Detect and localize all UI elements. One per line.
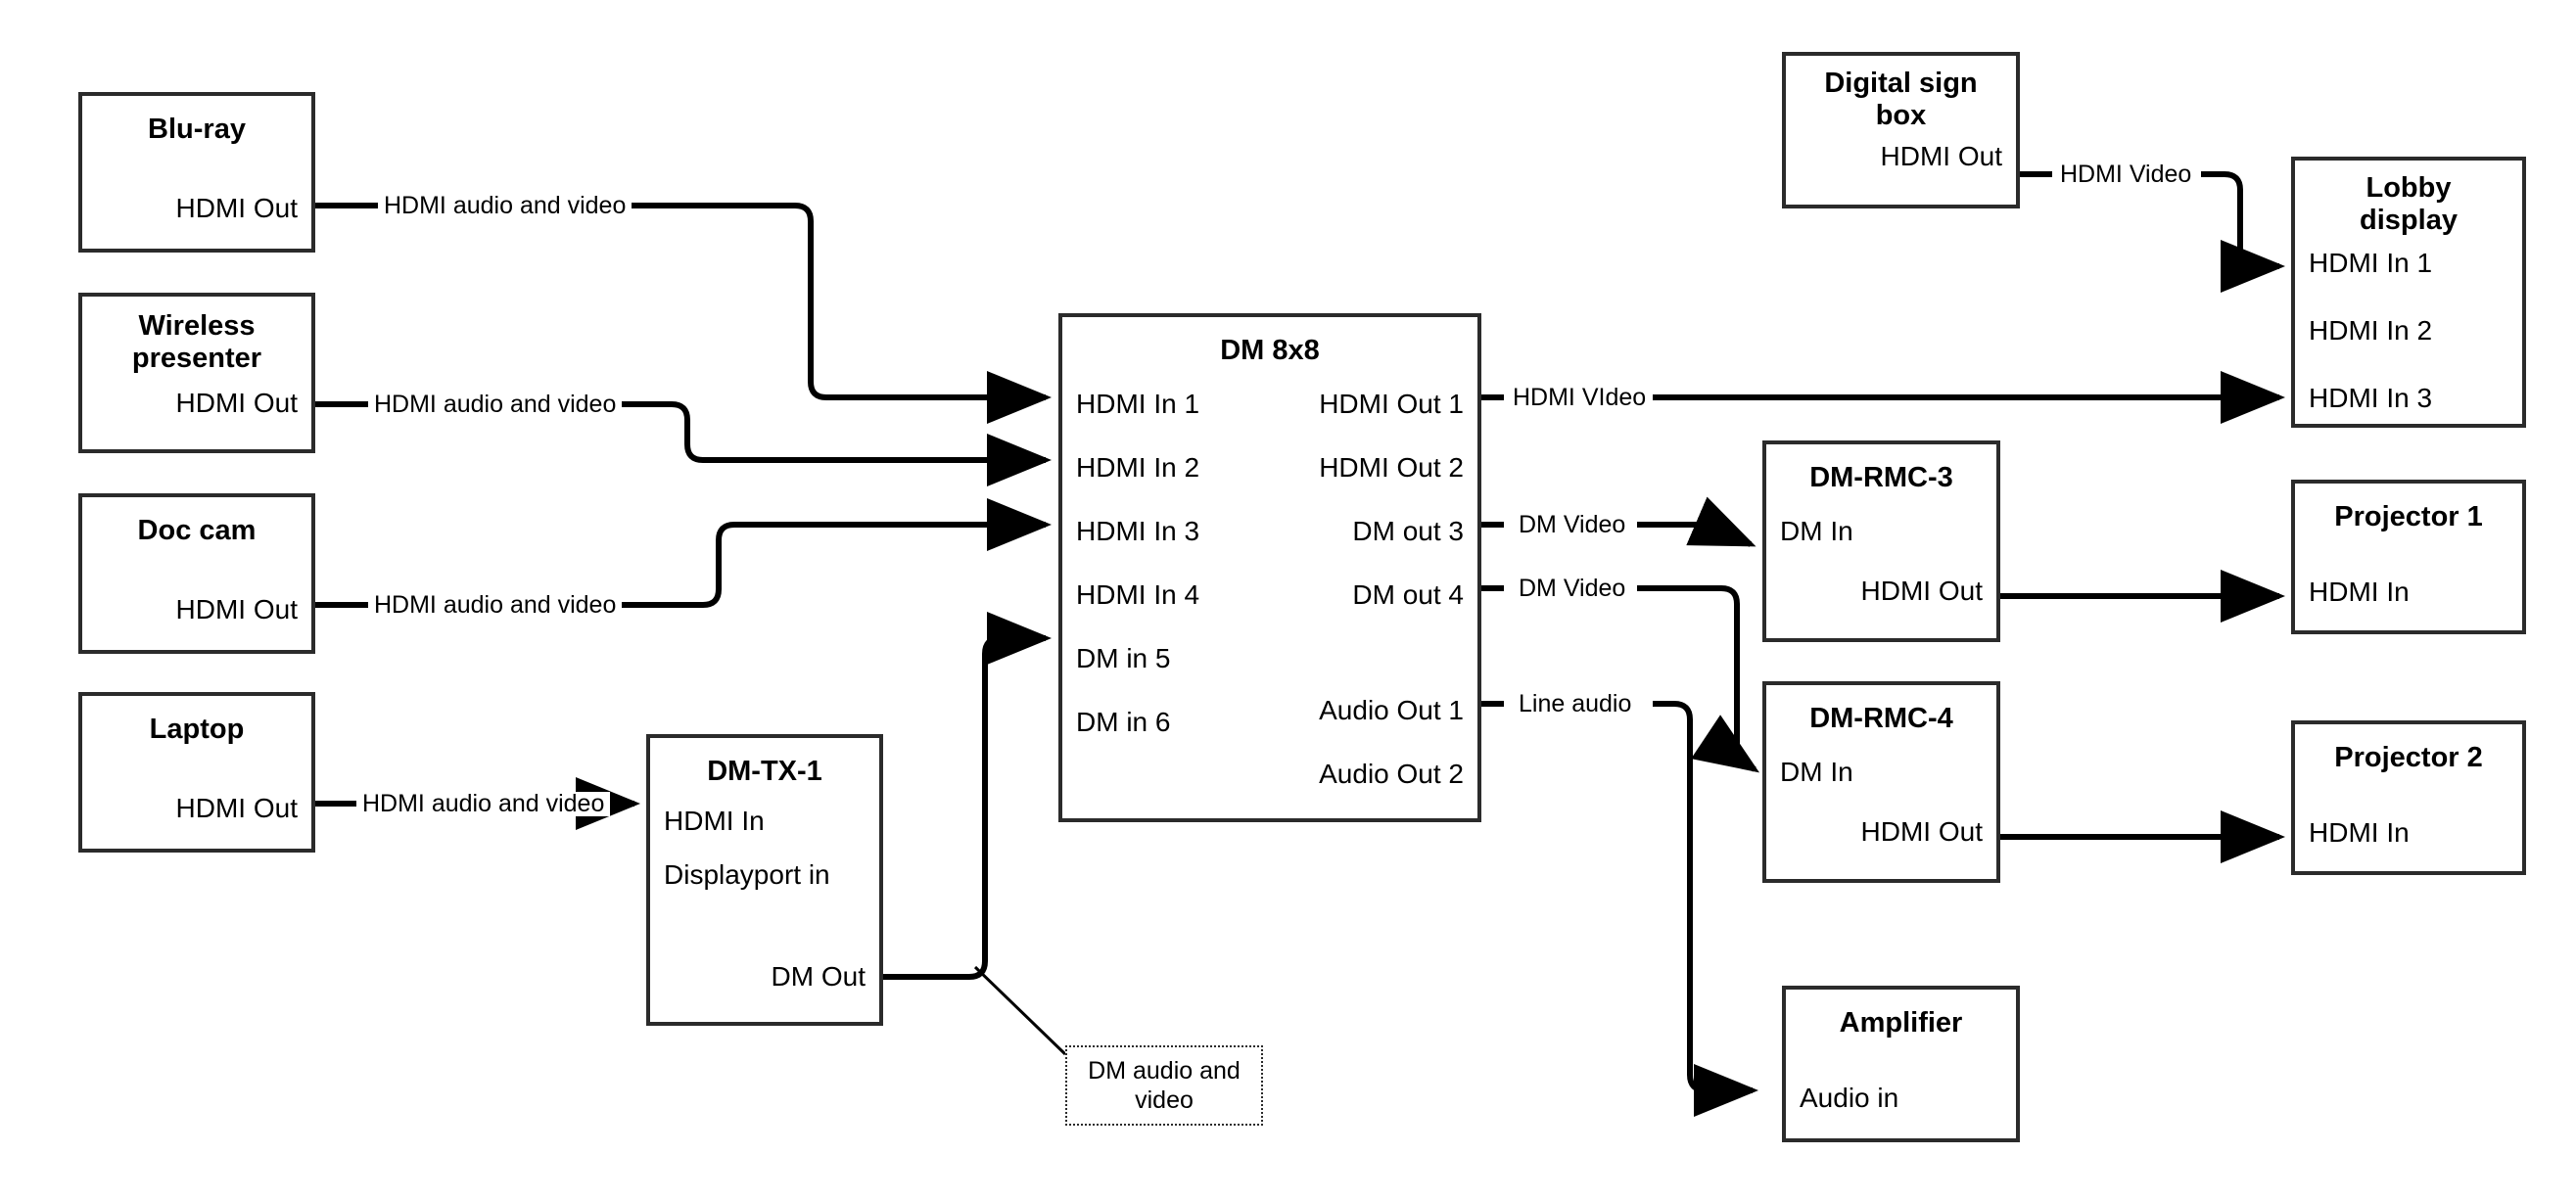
node-dm-8x8-output-6: Audio Out 2 — [1319, 759, 1464, 790]
wire-label-bluray-to-dm: HDMI audio and video — [378, 194, 632, 218]
node-amplifier-port-audio-in: Audio in — [1800, 1083, 1899, 1114]
node-projector-1-title: Projector 1 — [2334, 501, 2483, 532]
wire-label-dm-out3-rmc3: DM Video — [1513, 513, 1632, 537]
node-dm-8x8-output-3: DM out 3 — [1352, 516, 1464, 547]
node-lobby-display[interactable]: Lobby display HDMI In 1 HDMI In 2 HDMI I… — [2291, 157, 2526, 428]
node-dm-rmc-4[interactable]: DM-RMC-4 DM In HDMI Out — [1762, 681, 2000, 883]
node-projector-1[interactable]: Projector 1 HDMI In — [2291, 480, 2526, 634]
node-projector-1-port-hdmi-in: HDMI In — [2309, 577, 2410, 608]
wire-sign-to-lobby — [2020, 171, 2279, 266]
node-dm-8x8-input-2: HDMI In 2 — [1076, 452, 1200, 484]
node-dm-8x8[interactable]: DM 8x8 HDMI In 1 HDMI In 2 HDMI In 3 HDM… — [1058, 313, 1481, 822]
node-laptop-title: Laptop — [149, 714, 245, 745]
leader-line-dm-av — [973, 965, 1067, 1056]
callout-dm-audio-and-video-text: DM audio and video — [1088, 1057, 1241, 1114]
node-dm-rmc-4-port-dm-in: DM In — [1780, 757, 1853, 788]
node-lobby-display-input-2: HDMI In 2 — [2309, 314, 2433, 346]
node-dm-8x8-input-3: HDMI In 3 — [1076, 516, 1200, 547]
node-projector-2[interactable]: Projector 2 HDMI In — [2291, 720, 2526, 875]
wire-label-dm-out4-rmc4: DM Video — [1513, 577, 1632, 601]
node-dm-rmc-3-title: DM-RMC-3 — [1809, 462, 1953, 493]
wire-dm8x8-to-dmrmc3 — [1481, 525, 1751, 544]
node-doc-cam[interactable]: Doc cam HDMI Out — [78, 493, 315, 654]
wire-wireless-to-dm8x8 — [315, 404, 1046, 460]
node-digital-sign-box[interactable]: Digital sign box HDMI Out — [1782, 52, 2020, 208]
node-dm-rmc-3-port-dm-in: DM In — [1780, 516, 1853, 547]
node-laptop[interactable]: Laptop HDMI Out — [78, 692, 315, 853]
node-dm-8x8-output-1: HDMI Out 1 — [1319, 389, 1464, 420]
node-lobby-display-title-line2: display — [2360, 205, 2458, 237]
callout-dm-audio-and-video: DM audio and video — [1065, 1045, 1263, 1126]
node-doc-cam-port-hdmi-out: HDMI Out — [175, 594, 298, 625]
wire-label-wireless-to-dm: HDMI audio and video — [368, 393, 623, 417]
node-dm-8x8-input-4: HDMI In 4 — [1076, 579, 1200, 611]
node-dm-8x8-output-2: HDMI Out 2 — [1319, 452, 1464, 484]
node-laptop-port-hdmi-out: HDMI Out — [175, 793, 298, 824]
wire-dm8x8-to-dmrmc4 — [1481, 585, 1755, 769]
wire-label-dm-audio-amp: Line audio — [1513, 692, 1638, 716]
node-amplifier-title: Amplifier — [1839, 1007, 1963, 1039]
node-lobby-display-input-1: HDMI In 1 — [2309, 247, 2433, 278]
node-dm-8x8-title: DM 8x8 — [1220, 335, 1320, 366]
wire-dm8x8-to-amplifier — [1481, 701, 1753, 1090]
node-dm-8x8-input-1: HDMI In 1 — [1076, 389, 1200, 420]
wire-label-dm-hdmiout1-lobby: HDMI VIdeo — [1507, 386, 1653, 410]
node-dm-rmc-3[interactable]: DM-RMC-3 DM In HDMI Out — [1762, 440, 2000, 642]
wire-label-sign-to-lobby: HDMI Video — [2054, 162, 2198, 187]
node-bluray-port-hdmi-out: HDMI Out — [175, 193, 298, 224]
wire-dmtx1-to-dm8x8 — [883, 612, 1052, 980]
node-dm-tx-1-port-hdmi-in: HDMI In — [664, 806, 765, 837]
wire-label-doccam-to-dm: HDMI audio and video — [368, 593, 623, 618]
node-dm-8x8-input-5: DM in 5 — [1076, 643, 1171, 674]
node-dm-tx-1-title: DM-TX-1 — [707, 756, 822, 787]
node-dm-tx-1-port-dm-out: DM Out — [771, 960, 866, 992]
node-wireless-presenter-port-hdmi-out: HDMI Out — [175, 387, 298, 418]
node-dm-rmc-4-title: DM-RMC-4 — [1809, 703, 1953, 734]
node-amplifier[interactable]: Amplifier Audio in — [1782, 986, 2020, 1142]
node-dm-tx-1[interactable]: DM-TX-1 HDMI In Displayport in DM Out — [646, 734, 883, 1026]
node-dm-8x8-input-6: DM in 6 — [1076, 707, 1171, 738]
node-dm-8x8-output-5: Audio Out 1 — [1319, 695, 1464, 726]
node-digital-sign-box-port-hdmi-out: HDMI Out — [1880, 140, 2002, 171]
wire-doccam-to-dm8x8 — [315, 525, 1046, 608]
node-dm-8x8-output-4: DM out 4 — [1352, 579, 1464, 611]
wire-label-laptop-to-dmtx1: HDMI audio and video — [356, 792, 611, 816]
node-projector-2-port-hdmi-in: HDMI In — [2309, 817, 2410, 849]
node-wireless-presenter-title-line2: presenter — [131, 343, 262, 375]
node-dm-rmc-3-port-hdmi-out: HDMI Out — [1860, 575, 1983, 606]
node-dm-tx-1-port-displayport-in: Displayport in — [664, 858, 830, 890]
node-dm-rmc-4-port-hdmi-out: HDMI Out — [1860, 815, 1983, 847]
node-lobby-display-input-3: HDMI In 3 — [2309, 383, 2433, 414]
node-wireless-presenter[interactable]: Wireless presenter HDMI Out — [78, 293, 315, 453]
node-projector-2-title: Projector 2 — [2334, 742, 2483, 773]
node-digital-sign-box-title-line1: Digital sign — [1824, 68, 1978, 99]
node-bluray[interactable]: Blu-ray HDMI Out — [78, 92, 315, 253]
wire-bluray-to-dm8x8 — [315, 203, 1046, 397]
node-bluray-title: Blu-ray — [148, 114, 246, 145]
node-lobby-display-title-line1: Lobby — [2365, 172, 2452, 204]
node-wireless-presenter-title-line1: Wireless — [138, 310, 256, 342]
node-digital-sign-box-title-line2: box — [1875, 100, 1927, 132]
node-doc-cam-title: Doc cam — [137, 515, 257, 546]
